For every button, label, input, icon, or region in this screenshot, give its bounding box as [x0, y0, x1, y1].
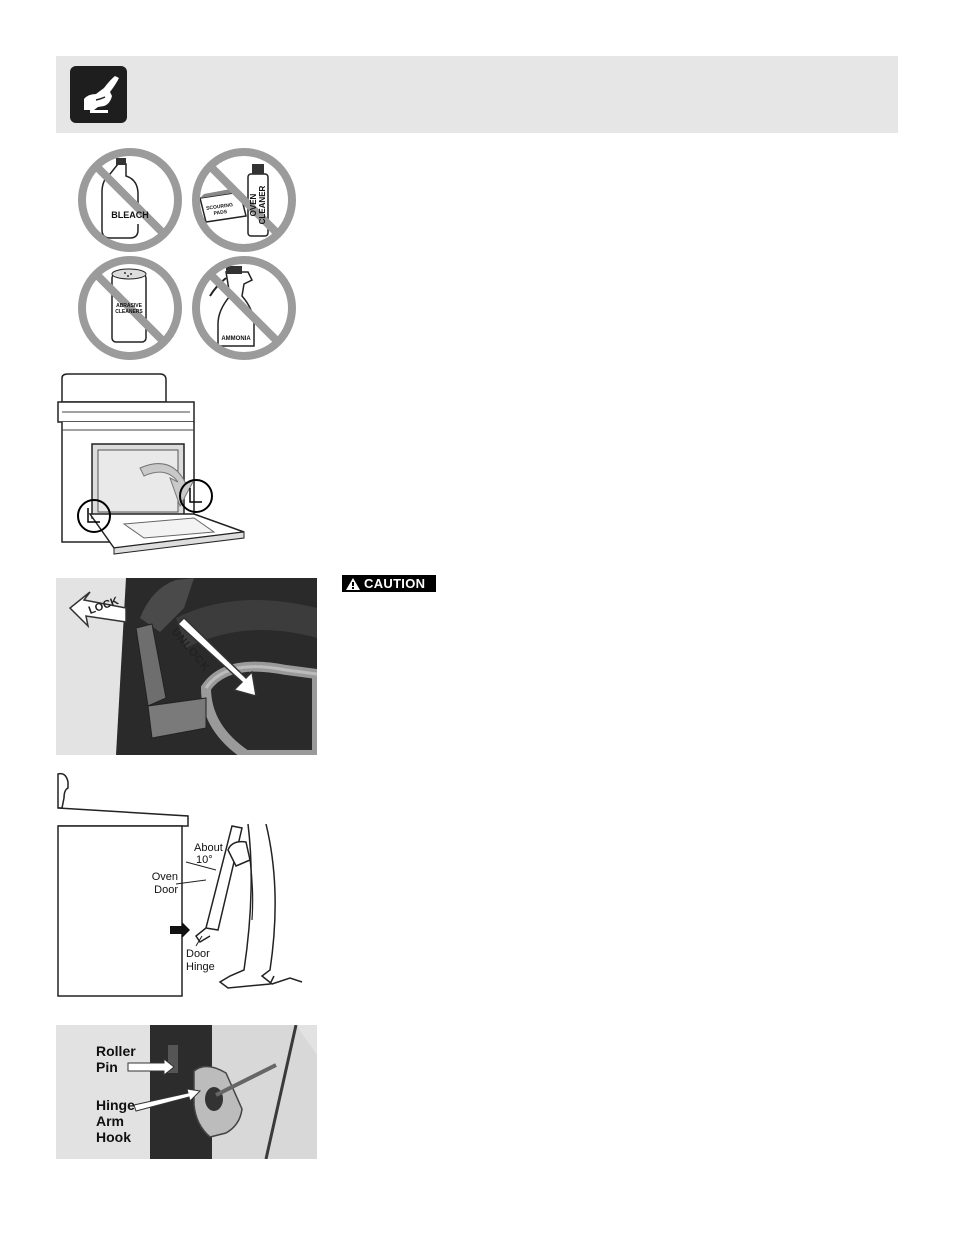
door-removal-svg: [57, 772, 303, 997]
hinge-detail-photo-svg: [56, 1025, 317, 1159]
about-10-degree-label: About 10°: [194, 842, 223, 866]
hinge-lock-photo-svg: [56, 578, 317, 755]
oven-cleaner-label: OVEN CLEANER: [249, 185, 267, 225]
prohibited-cleaners-figure: BLEACH SCOURING PADS OVEN CLEANER ABRASI…: [76, 146, 298, 362]
range-door-open-svg: [57, 373, 245, 555]
cleaning-hand-icon: [70, 66, 127, 123]
caution-label: CAUTION: [364, 576, 426, 591]
warning-icon: [342, 575, 364, 592]
hinge-detail-photo: Roller Pin Hinge Arm Hook: [56, 1025, 317, 1159]
hinge-arm-hook-label: Hinge Arm Hook: [96, 1097, 135, 1145]
no-bleach-icon: [101, 158, 142, 239]
roller-pin-label: Roller Pin: [96, 1043, 136, 1075]
caution-badge: CAUTION: [342, 575, 436, 592]
hinge-lock-photo: LOCK UNLOCK: [56, 578, 317, 755]
door-removal-figure: About 10° Oven Door Door Hinge: [56, 770, 318, 998]
prohibited-cleaners-svg: [78, 148, 296, 360]
ammonia-label: AMMONIA: [221, 336, 251, 342]
abrasive-cleaners-label: ABRASIVE CLEANERS: [115, 303, 143, 315]
oven-door-label: Oven Door: [151, 871, 178, 896]
door-hinge-label: Door Hinge: [186, 948, 215, 973]
header-band: [56, 56, 898, 133]
hinge-detail-arrows-svg: [127, 1057, 202, 1112]
bleach-label: BLEACH: [111, 210, 149, 220]
range-door-open-figure: [54, 372, 250, 568]
